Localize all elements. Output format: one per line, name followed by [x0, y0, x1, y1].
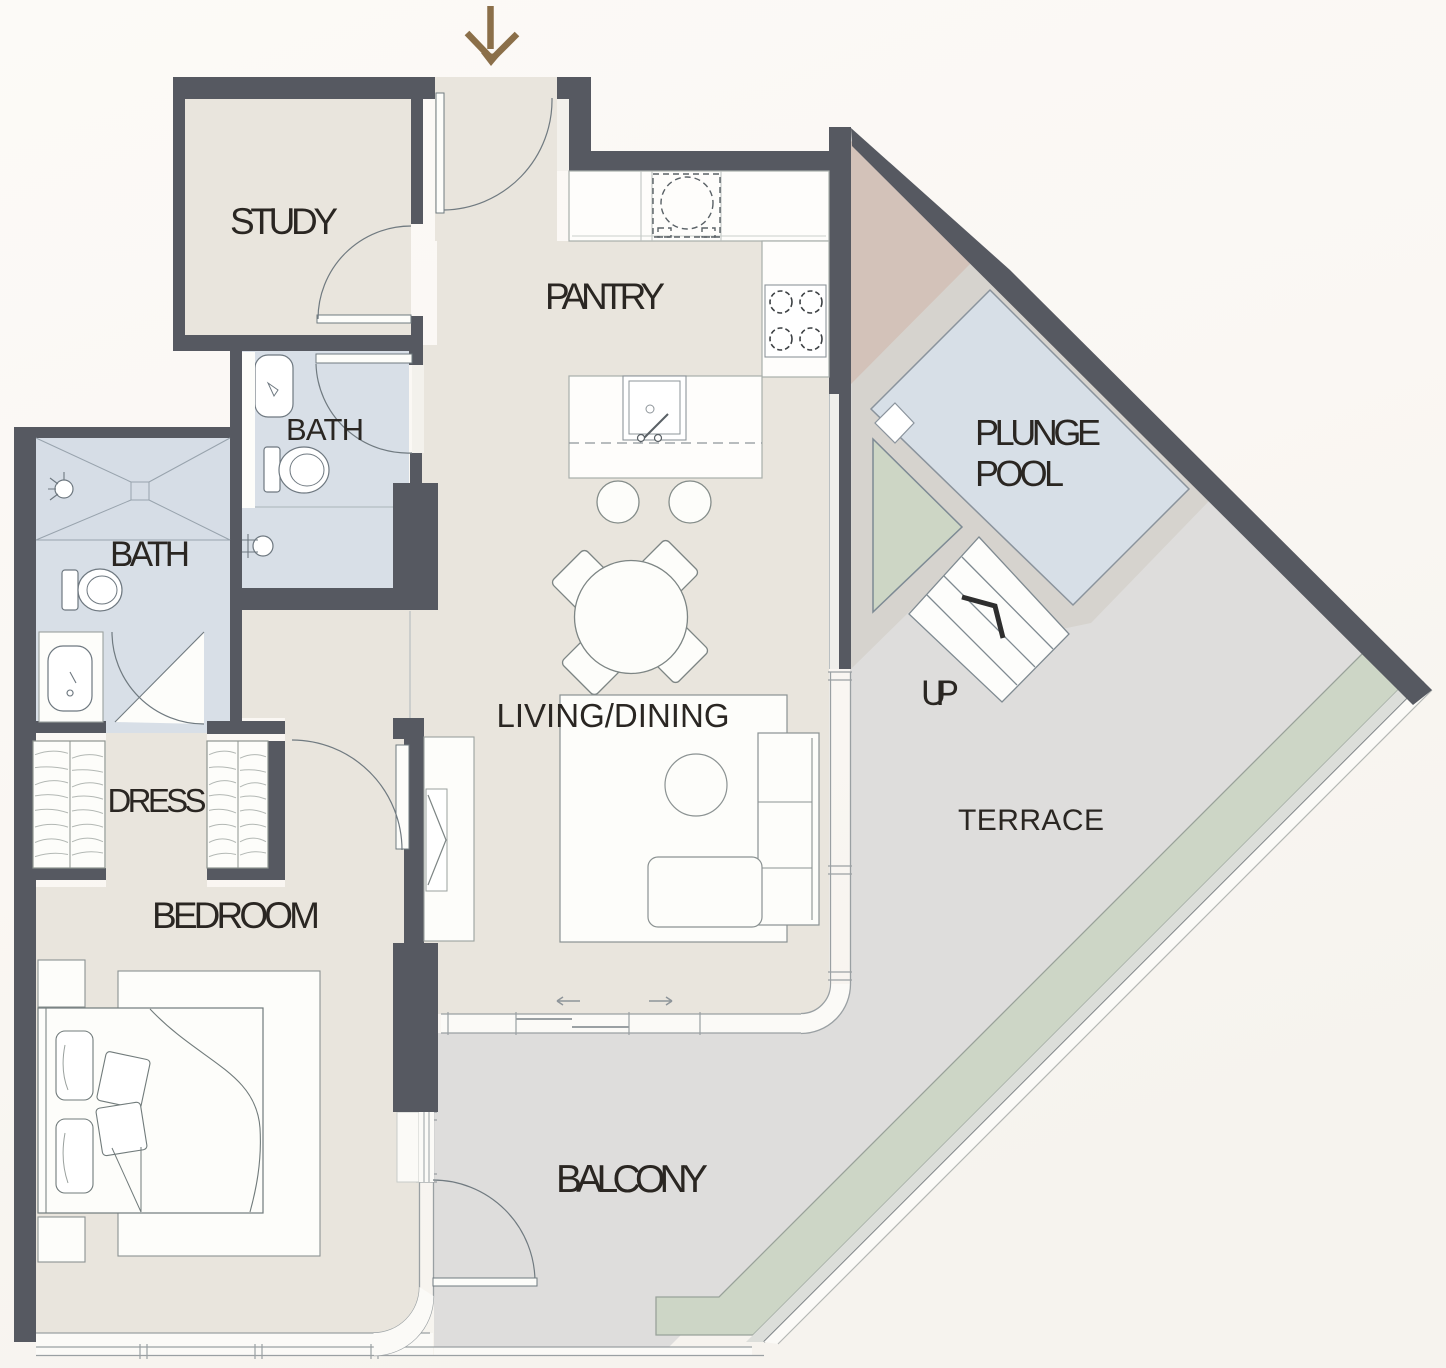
- svg-text:BALCONY: BALCONY: [556, 1158, 708, 1201]
- svg-text:UP: UP: [921, 674, 959, 713]
- svg-text:LIVING/DINING: LIVING/DINING: [497, 697, 730, 734]
- svg-text:BEDROOM: BEDROOM: [152, 895, 320, 936]
- svg-text:BATH: BATH: [286, 412, 364, 447]
- svg-text:PLUNGE: PLUNGE: [975, 412, 1101, 453]
- svg-text:BATH: BATH: [110, 535, 190, 574]
- svg-text:TERRACE: TERRACE: [958, 804, 1104, 837]
- svg-text:PANTRY: PANTRY: [545, 276, 665, 317]
- svg-text:POOL: POOL: [975, 453, 1064, 494]
- svg-text:DRESS: DRESS: [108, 782, 207, 819]
- svg-text:STUDY: STUDY: [230, 201, 338, 242]
